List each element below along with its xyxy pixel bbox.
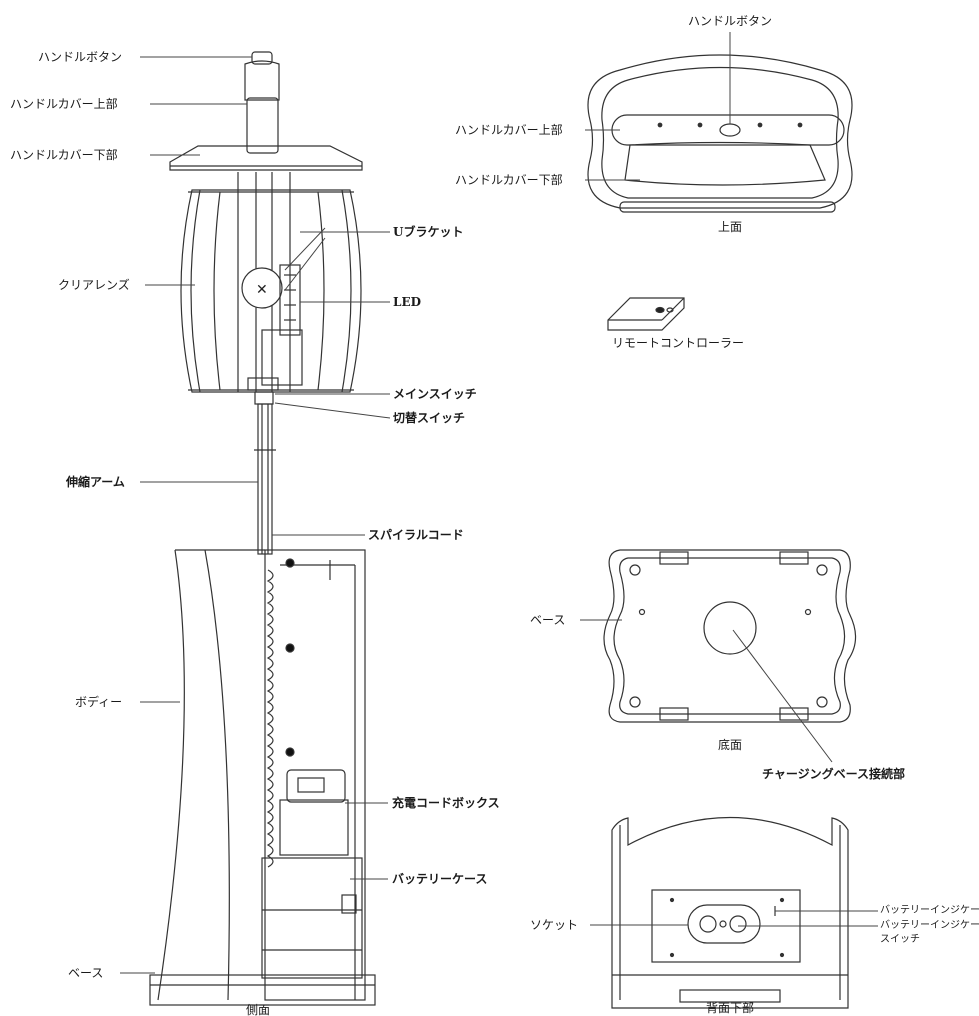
switch-part (254, 391, 274, 405)
label-socket: ソケット (530, 918, 579, 932)
label-main-switch: メインスイッチ (393, 387, 477, 401)
label-top-handle-button: ハンドルボタン (687, 14, 773, 28)
rear-view-lamp (611, 817, 849, 1009)
body-box-part (264, 549, 366, 1001)
charging-base-connector-part (703, 601, 757, 655)
label-top-handle-cover-upper: ハンドルカバー上部 (455, 123, 563, 137)
charge-cord-box-part (286, 769, 346, 803)
label-side-handle-button: ハンドルボタン (38, 50, 123, 64)
body-front-curve (157, 549, 185, 1001)
top-handle-cover-upper (611, 114, 845, 146)
top-view-outline (587, 54, 853, 209)
label-body: ボディー (75, 695, 123, 709)
svg-text:✕: ✕ (256, 282, 268, 298)
bottom-view-outline (603, 549, 857, 723)
clear-lens-part (180, 189, 362, 393)
label-battery-indicator-switch-line2: スイッチ (880, 934, 920, 945)
caption-rear-view: 背面下部 (705, 1001, 755, 1015)
label-u-bracket: Uブラケット (393, 225, 464, 239)
spiral-cord-part (266, 569, 274, 868)
label-side-handle-cover-lower: ハンドルカバー下部 (10, 148, 118, 162)
label-spiral-cord: スパイラルコード (368, 528, 464, 542)
remote-controller-drawing (607, 297, 685, 331)
handle-cover-upper-part (246, 97, 279, 154)
caption-top-view: 上面 (717, 220, 743, 234)
label-side-base: ベース (68, 966, 104, 980)
socket-part (687, 904, 761, 944)
label-led: LED (393, 295, 421, 309)
label-battery-indicator: バッテリーインジケータ (880, 905, 979, 916)
caption-side-view: 側面 (245, 1003, 271, 1016)
top-handle-cover-lower (624, 141, 826, 186)
base-part (149, 974, 376, 1006)
battery-case-part (261, 857, 363, 979)
label-top-handle-cover-lower: ハンドルカバー下部 (455, 173, 563, 187)
top-view-leaders (585, 32, 731, 181)
rear-view-leaders (590, 910, 878, 927)
rear-view-outline (611, 817, 849, 1009)
caption-bottom-view: 底面 (717, 738, 743, 752)
label-battery-case: バッテリーケース (392, 872, 488, 886)
bottom-view-leaders (580, 619, 833, 763)
bottom-view-base (603, 549, 857, 723)
side-view-leaders (120, 56, 391, 974)
label-bottom-base: ベース (530, 613, 566, 627)
label-side-handle-cover-upper: ハンドルカバー上部 (10, 97, 118, 111)
label-clear-lens: クリアレンズ (58, 278, 130, 292)
handle-cover-lower-part (169, 145, 363, 171)
handle-button-part (251, 51, 273, 65)
top-view-lamp (587, 54, 853, 213)
label-charge-cord-box: 充電コードボックス (392, 796, 500, 810)
caption-remote-controller: リモートコントローラー (612, 336, 745, 350)
top-handle-button (719, 123, 741, 137)
knob-part (241, 267, 283, 309)
label-telescopic-arm: 伸縮アーム (66, 475, 125, 489)
telescopic-arm-part (257, 403, 273, 555)
label-toggle-switch: 切替スイッチ (393, 411, 466, 425)
label-charging-base-connector: チャージングベース接続部 (762, 767, 906, 781)
label-battery-indicator-switch-line1: バッテリーインジケータ (880, 920, 979, 931)
side-view-lamp: ✕ (149, 51, 376, 1006)
handle-top-part (244, 60, 280, 101)
